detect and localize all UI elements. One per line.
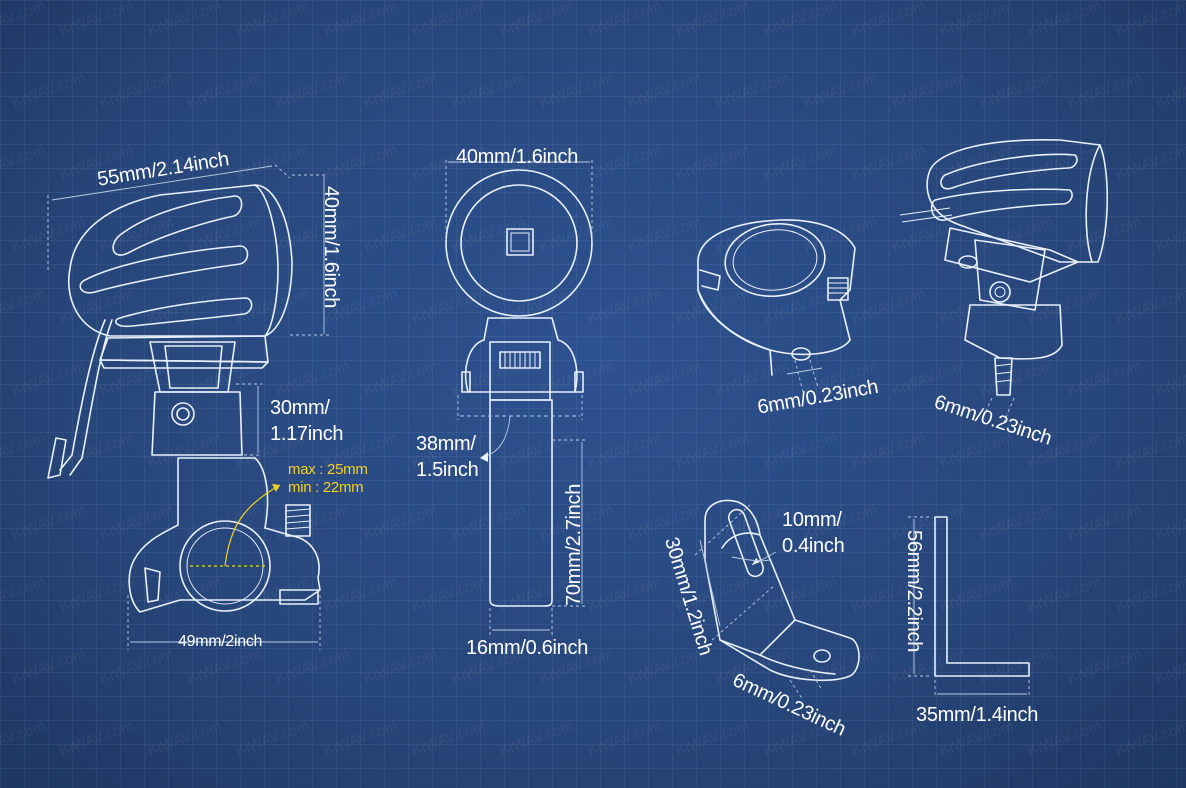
handlebar-clamp [128,457,321,613]
lamp-housing [68,184,293,337]
lamp-height-label: 40mm/1.6inch [320,186,342,309]
clamp-min-label: min : 22mm [288,479,364,496]
lbracket-height-label: 56mm/2.2inch [903,530,925,653]
slot-width-label-inch: 0.4inch [782,535,845,557]
mounting-plate [694,499,860,701]
bracket-height-label: 30mm/ [270,397,330,419]
lbracket-width-label: 35mm/1.4inch [916,704,1039,726]
bracket-height-label-inch: 1.17inch [270,423,344,445]
clamp-max-label: max : 25mm [288,461,368,478]
arm-diameter-label: 38mm/ [416,433,476,455]
clamp-width-label: 49mm/2inch [178,633,263,650]
arm-length-label: 70mm/2.7inch [563,483,585,606]
l-bracket [908,516,1030,698]
lamp-perspective [899,138,1109,423]
slot-width-label: 10mm/ [782,509,842,531]
front-width-label: 40mm/1.6inch [456,146,579,168]
front-view-assembly [445,160,593,635]
clamp-perspective [697,219,856,393]
side-view-assembly [47,164,330,650]
arm-width-label: 16mm/0.6inch [466,637,589,659]
arm-diameter-label-inch: 1.5inch [416,459,479,481]
